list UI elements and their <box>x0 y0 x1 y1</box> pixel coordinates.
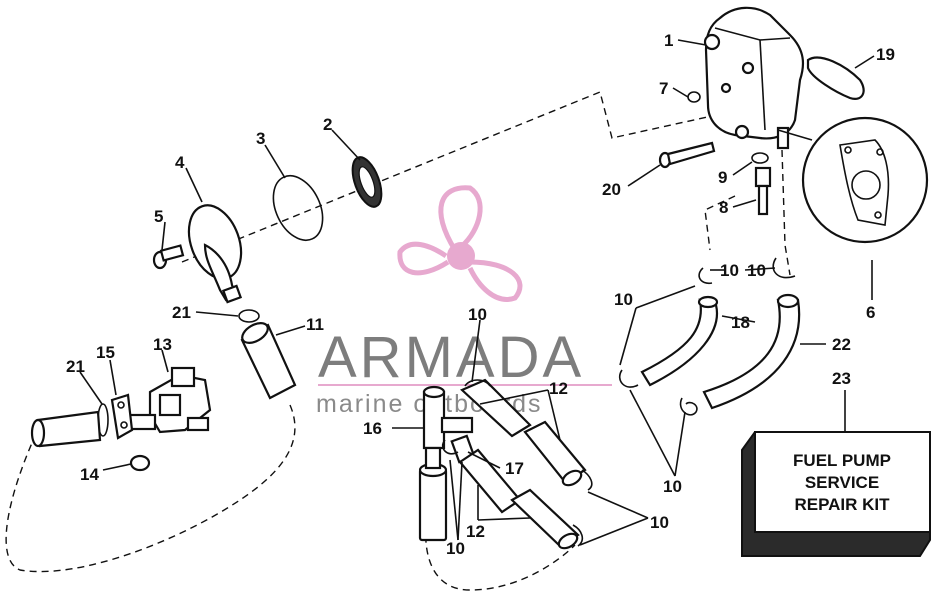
callout-13: 13 <box>153 335 172 354</box>
callout-7: 7 <box>659 79 668 98</box>
logo-title: ARMADA <box>318 325 584 390</box>
callout-5: 5 <box>154 207 163 226</box>
callout-22: 22 <box>832 335 851 354</box>
callout-10-f: 10 <box>446 539 465 558</box>
callout-numbers: 1 2 3 4 5 6 7 8 9 10 10 10 10 10 10 10 1… <box>66 31 895 558</box>
pump-cover <box>187 204 243 304</box>
callout-17: 17 <box>505 459 524 478</box>
kit-line-3: REPAIR KIT <box>794 495 890 514</box>
gasket-detail <box>777 116 929 244</box>
inlet-hose <box>30 410 102 448</box>
callout-10-d: 10 <box>663 477 682 496</box>
callout-14: 14 <box>80 465 99 484</box>
callout-15: 15 <box>96 343 115 362</box>
curved-hose-22 <box>702 293 801 410</box>
propeller-icon <box>397 185 523 302</box>
kit-line-2: SERVICE <box>805 473 879 492</box>
diaphragm-ring <box>272 175 324 241</box>
callout-16: 16 <box>363 419 382 438</box>
callout-10-c: 10 <box>468 305 487 324</box>
kit-line-1: FUEL PUMP <box>793 451 891 470</box>
tee-fitting <box>422 385 474 450</box>
small-screw <box>129 454 151 472</box>
short-hose <box>240 322 297 400</box>
callout-1: 1 <box>664 31 673 50</box>
bracket <box>110 393 134 440</box>
callout-9: 9 <box>718 168 727 187</box>
callout-10-a: 10 <box>720 261 739 280</box>
fitting <box>754 166 772 216</box>
gasket <box>806 56 865 100</box>
callout-11: 11 <box>306 315 324 334</box>
repair-kit-box: FUEL PUMP SERVICE REPAIR KIT <box>741 431 931 557</box>
spring <box>351 156 383 208</box>
callout-21-a: 21 <box>172 303 191 322</box>
fuel-pump-body <box>703 6 805 150</box>
callout-2: 2 <box>323 115 332 134</box>
small-o-ring <box>687 91 701 103</box>
callout-18: 18 <box>731 313 750 332</box>
callout-12-a: 12 <box>549 379 568 398</box>
curved-hose-18 <box>640 295 719 387</box>
hose-clips <box>441 257 796 547</box>
callout-8: 8 <box>719 198 728 217</box>
valve-assembly <box>123 366 212 434</box>
callout-10-b: 10 <box>614 290 633 309</box>
callout-3: 3 <box>256 129 265 148</box>
callout-21-b: 21 <box>66 357 85 376</box>
clip-ring-upper <box>238 309 260 323</box>
screw <box>152 244 185 270</box>
callout-12-b: 12 <box>466 522 485 541</box>
leader-lines <box>79 39 875 546</box>
callout-20: 20 <box>602 180 621 199</box>
lower-hose <box>418 446 448 542</box>
callout-19: 19 <box>876 45 895 64</box>
hose-pieces <box>458 378 587 550</box>
washer <box>751 152 769 164</box>
callout-10-e: 10 <box>650 513 669 532</box>
callout-4: 4 <box>175 153 185 172</box>
bolt <box>658 141 716 169</box>
callout-23: 23 <box>832 369 851 388</box>
callout-6: 6 <box>866 303 875 322</box>
callout-10-g: 10 <box>747 261 766 280</box>
